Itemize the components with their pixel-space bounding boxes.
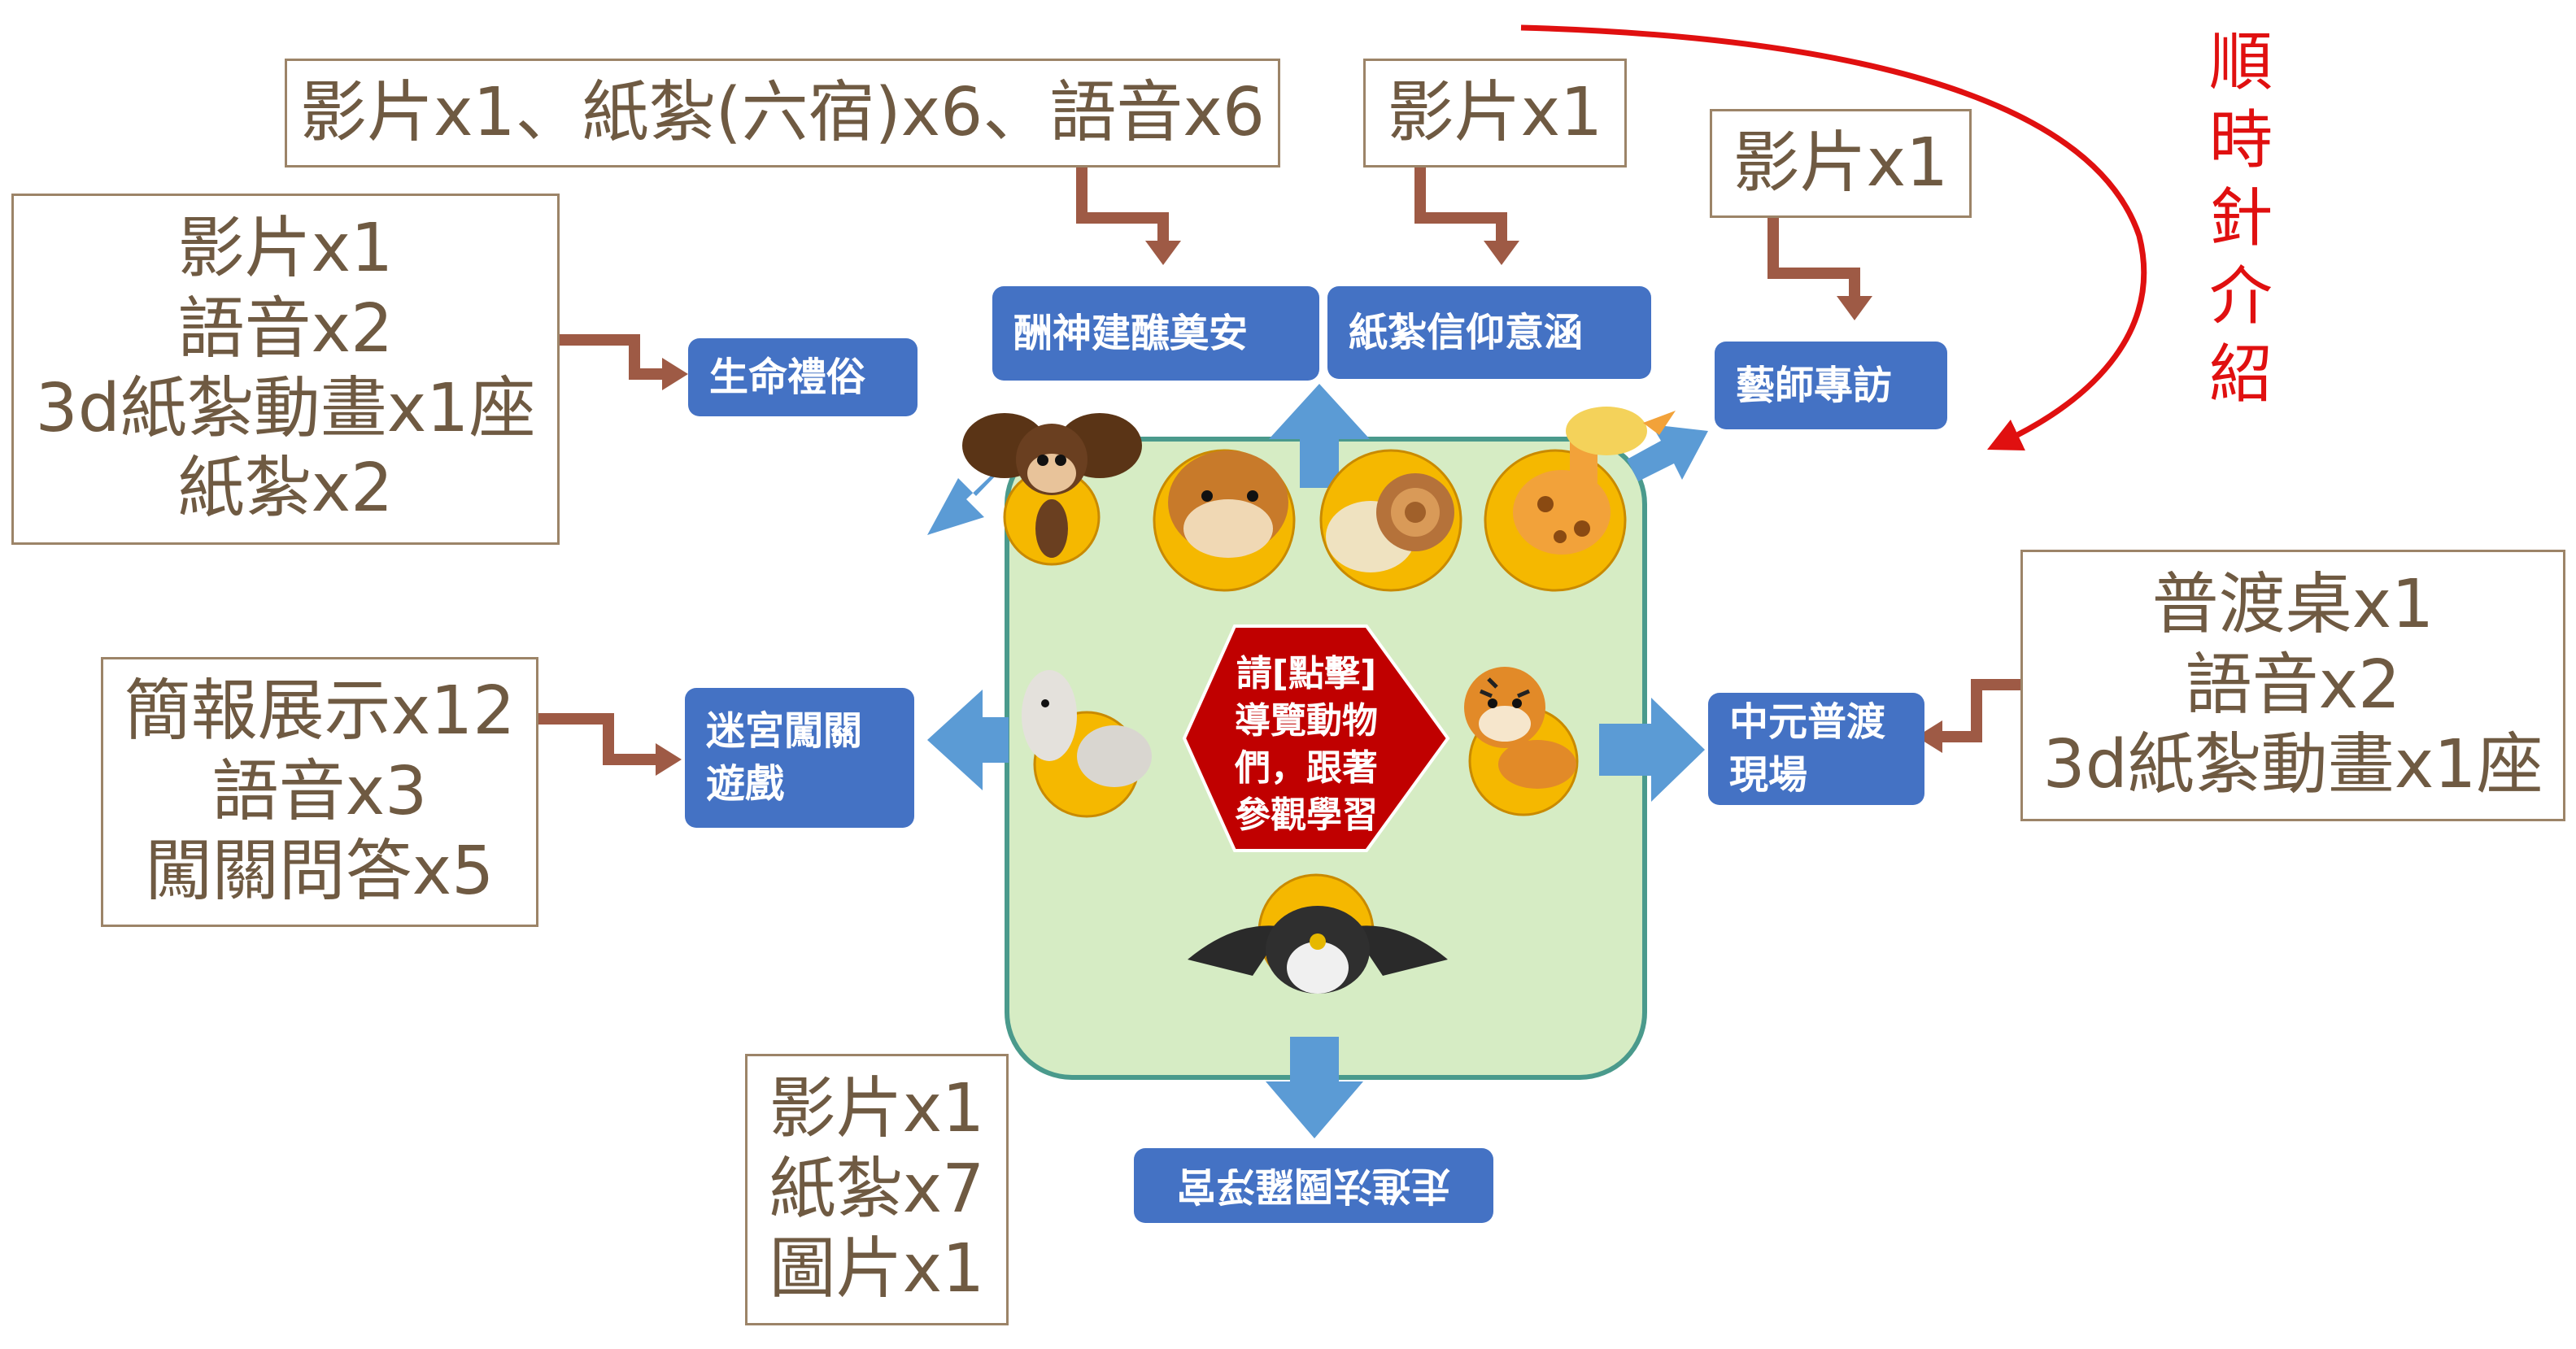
connector-heads (656, 241, 1942, 776)
clockwise-label: 順 時 針 介 紹 (2204, 24, 2277, 415)
note-line: 影片x1 (1387, 73, 1603, 151)
station-label: 迷宮闖關 (706, 708, 863, 755)
note-line: 影片x1、紙紮(六宿)x6、語音x6 (299, 73, 1266, 151)
station-label: 中元普渡 (1729, 699, 1886, 746)
note-line: 影片x1 (769, 1070, 985, 1148)
center-instruction[interactable]: 請[點擊] 導覽動物 們，跟著 參觀學習 (1184, 651, 1428, 839)
arrow-up-right (1627, 424, 1708, 481)
station-label: 遊戲 (706, 761, 785, 807)
hamster-icon[interactable] (1153, 449, 1296, 592)
note-line: 紙紮x2 (177, 450, 394, 528)
connector-meaning (1414, 167, 1507, 246)
hex-line: 請[點擊] (1236, 653, 1377, 694)
giraffe-icon[interactable] (1484, 407, 1676, 592)
clockwise-char: 時 (2208, 103, 2273, 177)
note-maze-game: 簡報展示x12 語音x3 闖關問答x5 (101, 657, 538, 927)
monkey-icon[interactable] (962, 413, 1142, 566)
connector-pudu (1939, 679, 2020, 742)
connectors (538, 167, 2020, 765)
note-line: 語音x2 (177, 289, 394, 368)
center-hexagon (1182, 624, 1450, 852)
station-label: 現場 (1729, 752, 1808, 798)
note-line: 語音x2 (2185, 646, 2401, 724)
hex-line: 參觀學習 (1235, 794, 1378, 837)
clockwise-char: 順 (2208, 26, 2273, 99)
station-label: 酬神建醮奠安 (1013, 310, 1249, 356)
arrow-left (927, 690, 1009, 790)
station-label: 紙紮信仰意涵 (1349, 309, 1584, 355)
station-paper-craft-meaning[interactable]: 紙紮信仰意涵 (1327, 286, 1651, 379)
station-label: 走進法國羅浮宮 (1177, 1163, 1451, 1209)
note-line: 3d紙紮動畫x1座 (35, 370, 536, 447)
tiger-icon[interactable] (1464, 667, 1579, 816)
clockwise-char: 針 (2208, 181, 2273, 255)
station-exit[interactable]: 走進法國羅浮宮 (1134, 1148, 1493, 1223)
note-artisan-interview: 影片x1 (1710, 109, 1972, 218)
note-paper-craft-meaning: 影片x1 (1363, 59, 1627, 168)
connector-maze (538, 713, 659, 765)
clockwise-arrow (1520, 24, 2147, 450)
note-life-rites: 影片x1 語音x2 3d紙紮動畫x1座 紙紮x2 (11, 194, 560, 545)
connector-artisan (1767, 218, 1860, 301)
penguin-icon[interactable] (1188, 873, 1448, 994)
station-label: 藝師專訪 (1736, 362, 1893, 408)
connector-life (560, 334, 665, 380)
station-artisan-interview[interactable]: 藝師專訪 (1715, 342, 1947, 429)
note-worship-ceremony: 影片x1、紙紮(六宿)x6、語音x6 (285, 59, 1280, 168)
note-line: 語音x3 (211, 752, 428, 830)
station-label: 生命禮俗 (709, 354, 866, 400)
note-line: 3d紙紮動畫x1座 (2042, 726, 2543, 804)
arrow-up (1269, 384, 1370, 488)
clockwise-char: 介 (2208, 259, 2273, 333)
note-pudu-scene: 普渡桌x1 語音x2 3d紙紮動畫x1座 (2020, 550, 2565, 821)
note-exit: 影片x1 紙紮x7 圖片x1 (745, 1054, 1009, 1325)
note-line: 闖關問答x5 (145, 833, 495, 911)
connector-worship (1076, 167, 1169, 246)
station-maze-game[interactable]: 迷宮闖關 遊戲 (685, 688, 914, 828)
note-line: 普渡桌x1 (2151, 566, 2434, 644)
note-line: 影片x1 (1733, 124, 1949, 202)
arrow-right (1599, 698, 1705, 802)
hex-line: 導覽動物 (1235, 700, 1378, 742)
note-line: 影片x1 (177, 210, 394, 288)
station-pudu-scene[interactable]: 中元普渡 現場 (1708, 693, 1924, 805)
note-line: 紙紮x7 (769, 1150, 985, 1228)
snail-icon[interactable] (1319, 449, 1462, 592)
station-worship-ceremony[interactable]: 酬神建醮奠安 (992, 286, 1319, 381)
note-line: 簡報展示x12 (124, 672, 516, 751)
station-life-rites[interactable]: 生命禮俗 (688, 338, 918, 416)
arrow-down (1266, 1037, 1363, 1138)
alpaca-icon[interactable] (1022, 670, 1152, 818)
clockwise-char: 紹 (2208, 337, 2273, 411)
note-line: 圖片x1 (769, 1230, 985, 1308)
hex-line: 們，跟著 (1235, 747, 1378, 790)
